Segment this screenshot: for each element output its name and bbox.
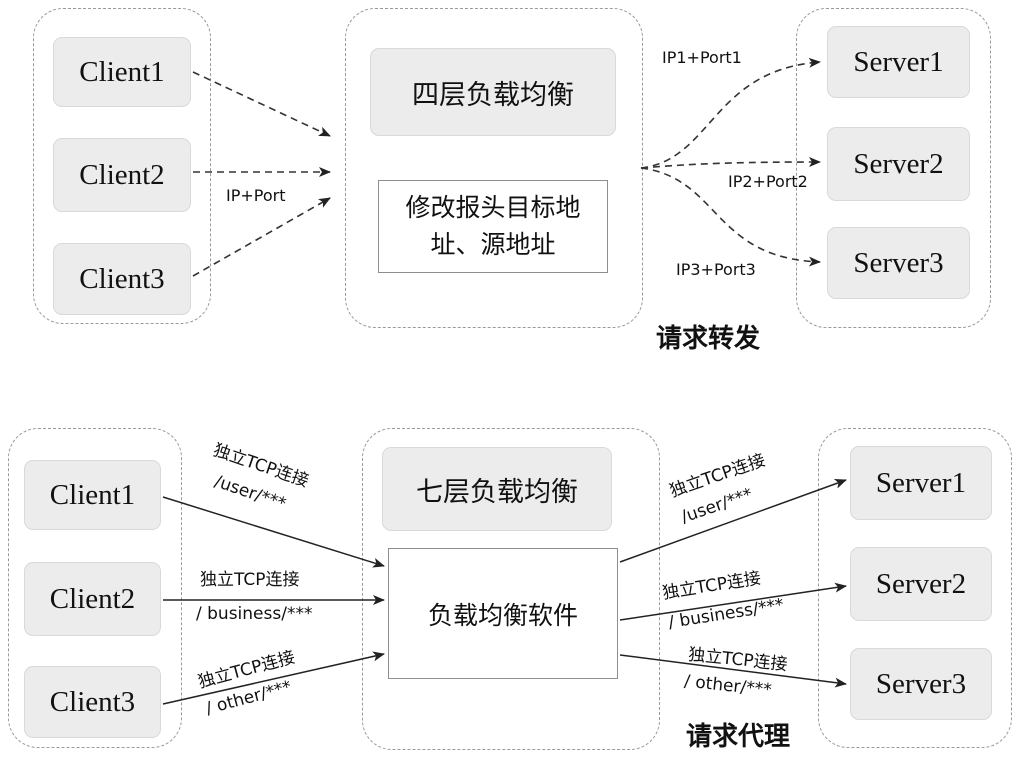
layer4-balancer-title: 四层负载均衡 xyxy=(370,48,616,136)
bottom-server-group xyxy=(818,428,1012,748)
path-label-client-2: / business/*** xyxy=(196,604,313,624)
top-server-2: Server2 xyxy=(827,127,970,201)
conn-label-client-2: 独立TCP连接 xyxy=(200,570,300,590)
bottom-arrow-server-3 xyxy=(619,654,847,688)
top-arrow-server-2 xyxy=(640,157,821,169)
layer7-software-box: 负载均衡软件 xyxy=(388,548,618,679)
bottom-server-2: Server2 xyxy=(850,547,992,621)
top-server-edge-label-1: IP1+Port1 xyxy=(662,48,742,67)
top-server-edge-label-3: IP3+Port3 xyxy=(676,260,756,279)
bottom-arrow-server-1 xyxy=(619,479,847,563)
top-client-3: Client3 xyxy=(53,243,191,315)
layer7-software-text: 负载均衡软件 xyxy=(427,600,578,630)
bottom-server-1: Server1 xyxy=(850,446,992,520)
bottom-client-3: Client3 xyxy=(24,666,161,738)
top-arrow-server-1 xyxy=(640,57,821,169)
layer4-rewrite-text: 修改报头目标地址、源地址 xyxy=(405,193,581,259)
top-client-edge-label: IP+Port xyxy=(226,186,286,205)
bottom-balancer-group xyxy=(362,428,660,750)
bottom-client-1: Client1 xyxy=(24,460,161,530)
bottom-client-2: Client2 xyxy=(24,562,161,636)
top-client-2: Client2 xyxy=(53,138,191,212)
top-arrow-server-3 xyxy=(640,167,821,267)
bottom-caption: 请求代理 xyxy=(686,722,791,752)
bottom-arrow-client-3 xyxy=(162,651,385,705)
bottom-server-3: Server3 xyxy=(850,648,992,720)
bottom-arrow-client-1 xyxy=(162,496,385,568)
top-server-1: Server1 xyxy=(827,26,970,98)
top-caption: 请求转发 xyxy=(656,324,761,354)
bottom-arrow-server-2 xyxy=(619,582,847,621)
top-client-group xyxy=(33,8,211,324)
top-server-edge-label-2: IP2+Port2 xyxy=(728,172,808,191)
top-arrow-client-3 xyxy=(192,197,331,277)
top-arrow-client-1 xyxy=(192,71,331,137)
top-server-group xyxy=(796,8,991,328)
top-client-1: Client1 xyxy=(53,37,191,107)
top-server-3: Server3 xyxy=(827,227,970,299)
bottom-client-group xyxy=(8,428,182,748)
layer4-rewrite-box: 修改报头目标地址、源地址 xyxy=(378,180,608,273)
layer7-balancer-title: 七层负载均衡 xyxy=(382,447,612,531)
